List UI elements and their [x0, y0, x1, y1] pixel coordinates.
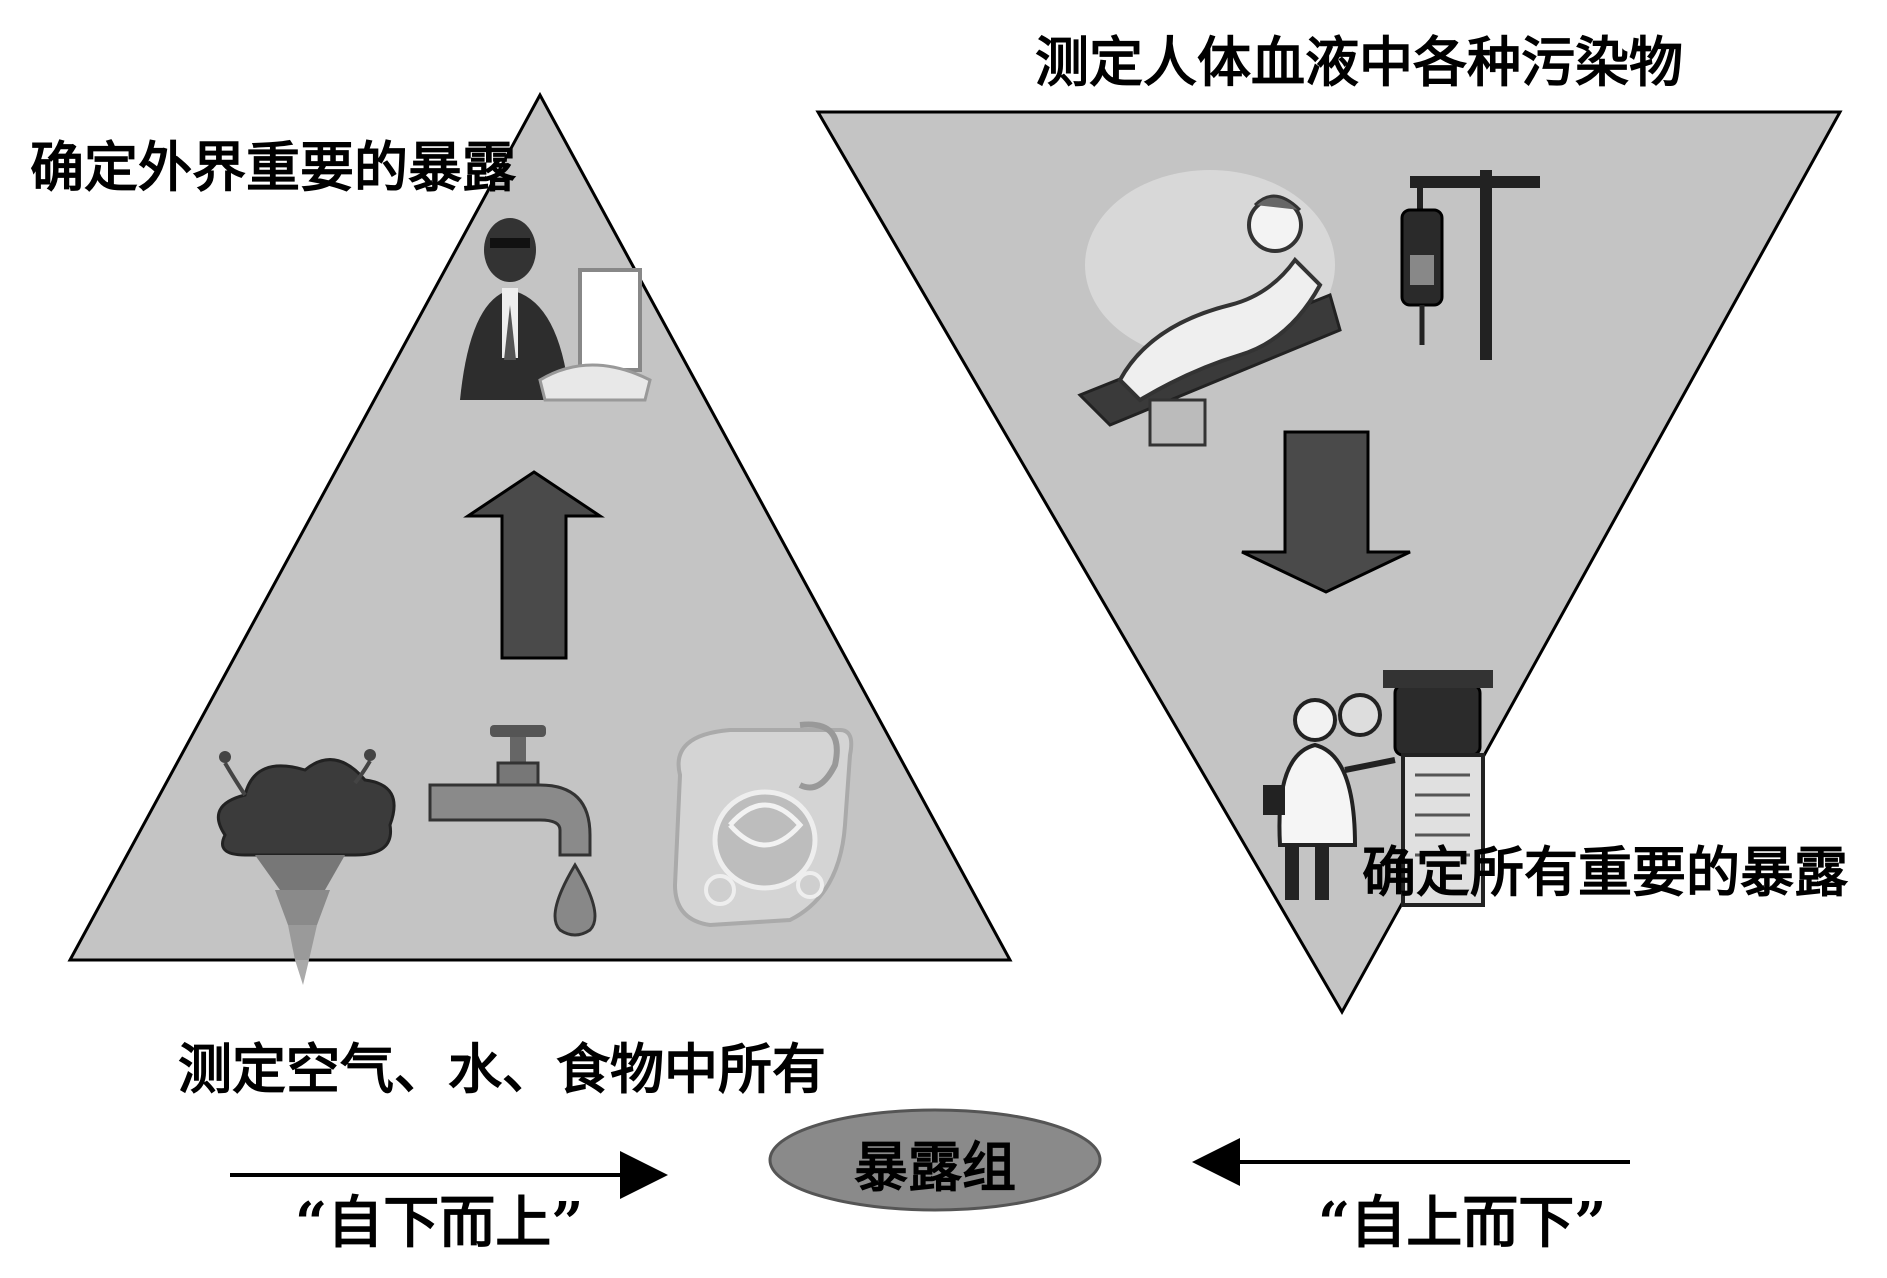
- iv-drip-stand-icon: [1400, 170, 1540, 360]
- exposome-ellipse: [768, 1108, 1102, 1212]
- doctor-with-equipment-icon: [1263, 670, 1493, 907]
- right-triangle-bottom-caption: 确定所有重要的暴露: [1362, 840, 1848, 904]
- down-arrow-icon: [1241, 430, 1411, 594]
- patient-on-bed-icon: [1077, 170, 1342, 447]
- left-triangle-bottom-caption: 测定空气、水、食物中所有: [178, 1037, 826, 1101]
- left-triangle-top-caption: 确定外界重要的暴露: [30, 135, 516, 199]
- up-arrow-icon: [463, 470, 605, 660]
- water-faucet-icon: [428, 725, 597, 937]
- top-down-label: “自上而下”: [1318, 1190, 1607, 1256]
- storm-cloud-tornado-icon: [216, 749, 396, 985]
- bottom-up-label: “自下而上”: [295, 1190, 584, 1256]
- person-at-computer-icon: [460, 218, 652, 402]
- right-triangle-top-caption: 测定人体血液中各种污染物: [1035, 30, 1683, 94]
- exposome-label: 暴露组: [854, 1135, 1016, 1199]
- food-cornucopia-icon: [672, 721, 854, 928]
